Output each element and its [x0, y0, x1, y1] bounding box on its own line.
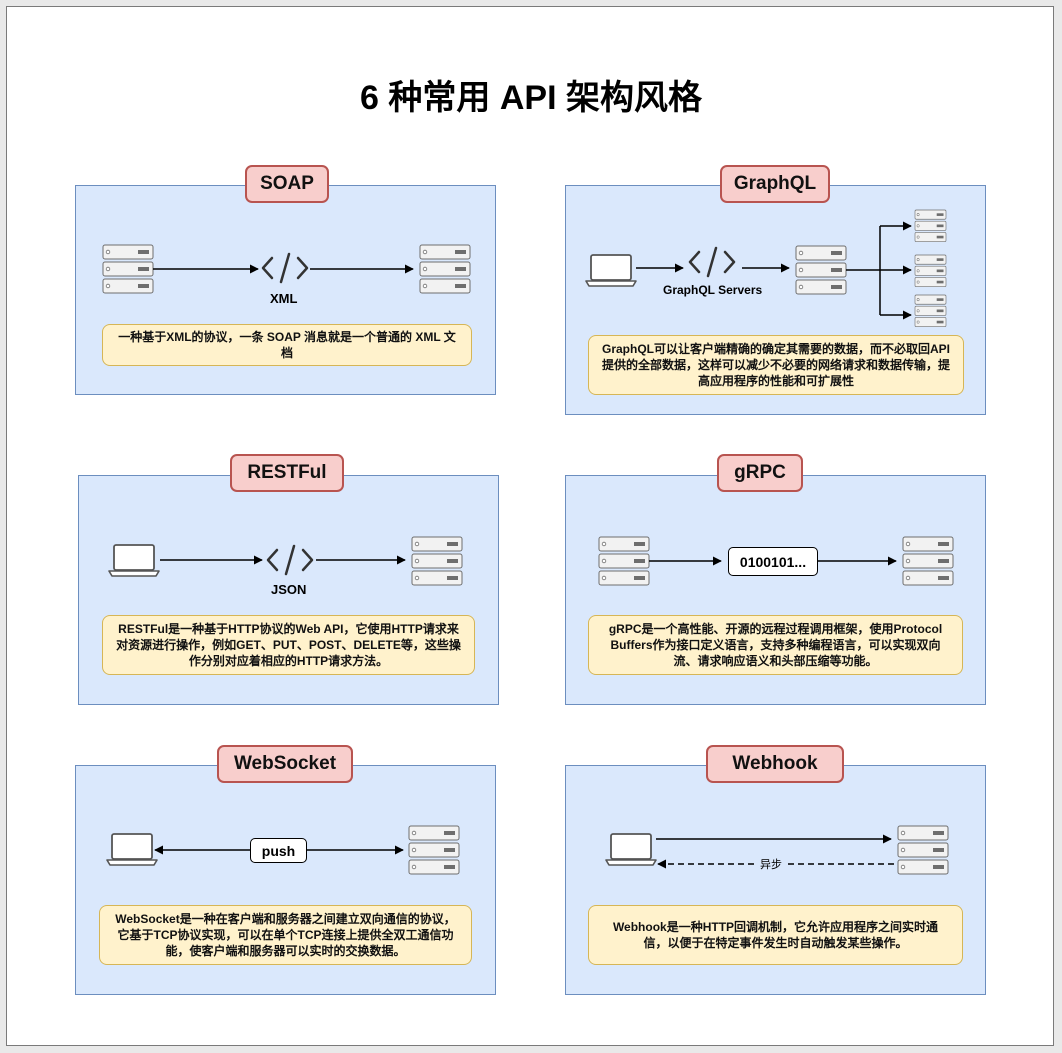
graphql-upper-server-icon — [914, 209, 947, 243]
grpc-binary-box: 0100101... — [728, 547, 818, 576]
graphql-lower-server-icon — [914, 294, 947, 328]
page-title: 6 种常用 API 架构风格 — [360, 79, 702, 117]
soap-flow-label: XML — [270, 291, 298, 306]
restful-note: RESTFul是一种基于HTTP协议的Web API，它使用HTTP请求来对资源… — [102, 615, 475, 675]
tag-soap: SOAP — [245, 165, 329, 203]
soap-client-server-icon — [102, 244, 154, 294]
tag-webhook: Webhook — [706, 745, 844, 783]
grpc-note: gRPC是一个高性能、开源的远程过程调用框架，使用Protocol Buffer… — [588, 615, 963, 675]
soap-note: 一种基于XML的协议，一条 SOAP 消息就是一个普通的 XML 文档 — [102, 324, 472, 366]
restful-flow-label: JSON — [271, 582, 307, 597]
graphql-middle-server-icon — [914, 254, 947, 288]
graphql-fanout-lines — [846, 226, 881, 315]
grpc-server-icon — [902, 536, 954, 586]
webhook-server-icon — [897, 825, 949, 875]
websocket-laptop-icon — [106, 833, 158, 866]
webhook-async-label: 异步 — [760, 859, 782, 871]
tag-restful: RESTFul — [230, 454, 344, 492]
tag-graphql: GraphQL — [720, 165, 830, 203]
graphql-laptop-icon — [585, 254, 637, 287]
restful-server-icon — [411, 536, 463, 586]
soap-server-icon — [419, 244, 471, 294]
soap-code-icon — [261, 252, 309, 284]
restful-laptop-icon — [108, 544, 160, 577]
tag-websocket: WebSocket — [217, 745, 353, 783]
webhook-laptop-icon — [605, 833, 657, 866]
websocket-push-box: push — [250, 838, 307, 863]
webhook-note: Webhook是一种HTTP回调机制，它允许应用程序之间实时通信，以便于在特定事… — [588, 905, 963, 965]
tag-grpc: gRPC — [717, 454, 803, 492]
graphql-flow-label: GraphQL Servers — [663, 283, 763, 297]
graphql-note: GraphQL可以让客户端精确的确定其需要的数据，而不必取回API提供的全部数据… — [588, 335, 964, 395]
restful-code-icon — [266, 544, 314, 576]
graphql-code-icon — [688, 246, 736, 278]
graphql-gateway-server-icon — [795, 245, 847, 295]
websocket-server-icon — [408, 825, 460, 875]
grpc-client-server-icon — [598, 536, 650, 586]
websocket-note: WebSocket是一种在客户端和服务器之间建立双向通信的协议，它基于TCP协议… — [99, 905, 472, 965]
